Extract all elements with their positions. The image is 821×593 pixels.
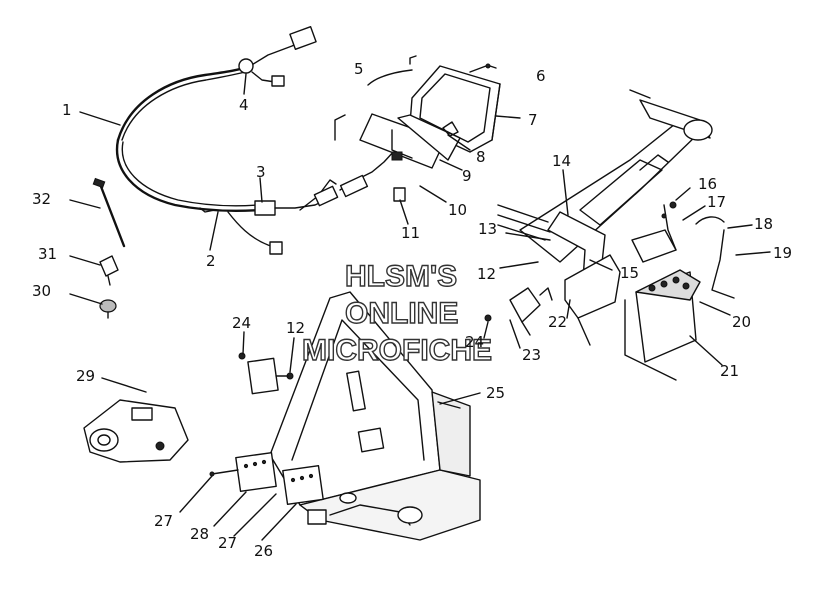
callout-5: 5	[354, 60, 364, 78]
callout-23: 23	[522, 346, 541, 364]
callout-26: 26	[254, 542, 273, 560]
callout-22: 22	[548, 313, 567, 331]
callout-29: 29	[76, 367, 95, 385]
callout-1: 1	[62, 101, 72, 119]
callout-labels: 1 2 3 4 5 6 7 8 9 10 11 12 12 13 14 15 1…	[32, 60, 792, 560]
callout-24-right: 24	[465, 333, 484, 351]
wire-harness	[115, 26, 396, 255]
callout-19: 19	[773, 244, 792, 262]
callout-9: 9	[462, 167, 472, 185]
callout-11: 11	[401, 224, 420, 242]
callout-3: 3	[256, 163, 266, 181]
watermark-line-3: MICROFICHE	[302, 334, 492, 367]
callout-32: 32	[32, 190, 51, 208]
callout-30: 30	[32, 282, 51, 300]
callout-14: 14	[552, 152, 571, 170]
callout-28: 28	[190, 525, 209, 543]
tail-light-assembly	[334, 55, 501, 202]
main-plate	[209, 291, 481, 541]
watermark-line-2: ONLINE	[345, 297, 458, 330]
callout-25: 25	[486, 384, 505, 402]
callout-6: 6	[536, 67, 546, 85]
leader-lines	[69, 65, 771, 541]
callout-4: 4	[239, 96, 249, 114]
frame-rack	[497, 89, 713, 346]
callout-21: 21	[720, 362, 739, 380]
callout-12-left: 12	[286, 319, 305, 337]
callout-20: 20	[732, 313, 751, 331]
callout-15: 15	[620, 264, 639, 282]
callout-24-left: 24	[232, 314, 251, 332]
callout-2: 2	[206, 252, 216, 270]
regulator-switch	[484, 287, 553, 336]
callout-17: 17	[707, 193, 726, 211]
callout-13: 13	[478, 220, 497, 238]
callout-31: 31	[38, 245, 57, 263]
callout-7: 7	[528, 111, 538, 129]
callout-27-top: 27	[154, 512, 173, 530]
callout-12-right: 12	[477, 265, 496, 283]
callout-27-bottom: 27	[218, 534, 237, 552]
callout-16: 16	[698, 175, 717, 193]
callout-8: 8	[476, 148, 486, 166]
battery	[624, 201, 735, 381]
callout-18: 18	[754, 215, 773, 233]
watermark: HLSM'S ONLINE MICROFICHE	[301, 259, 492, 367]
relay-unit	[238, 352, 294, 395]
housing-29	[83, 399, 189, 463]
watermark-line-1: HLSM'S	[345, 260, 457, 293]
callout-10: 10	[448, 201, 467, 219]
small-parts-left	[92, 177, 126, 319]
